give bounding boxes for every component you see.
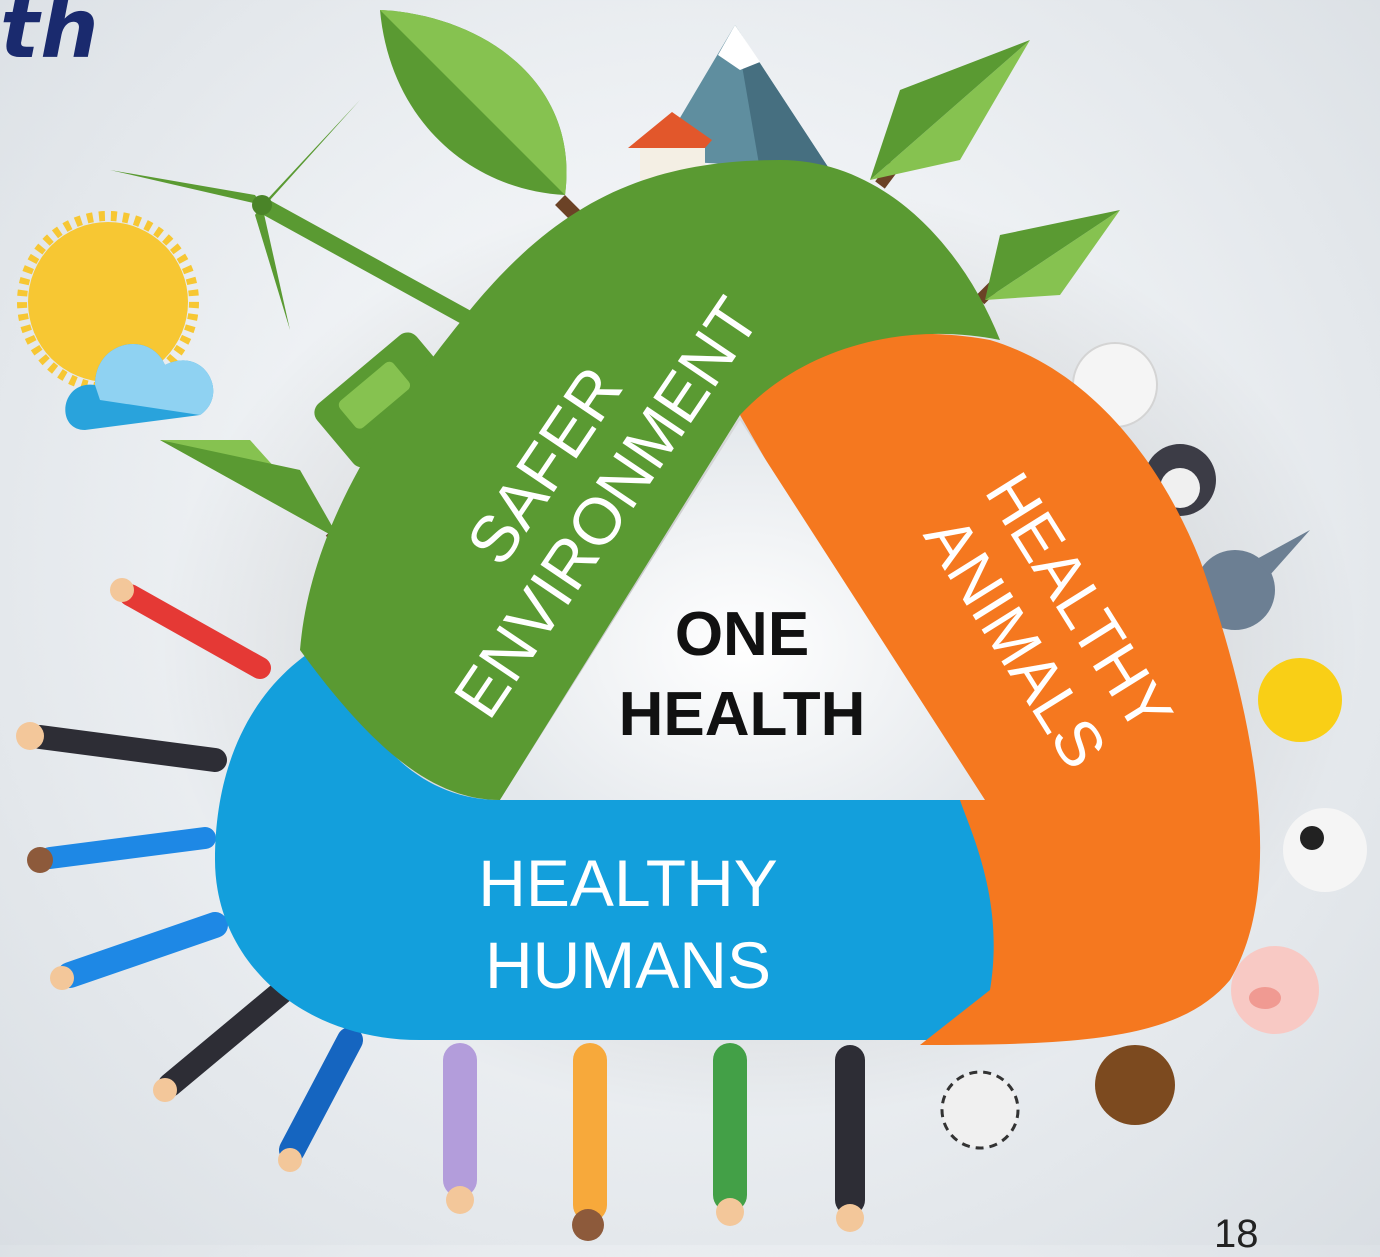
leaf-tree-icon — [380, 10, 585, 225]
person-icon — [50, 912, 228, 990]
healthy-animals-band — [740, 333, 1261, 1045]
humans-label-line1: HEALTHY — [478, 846, 778, 920]
cow-icon — [1283, 808, 1367, 892]
person-icon — [27, 827, 216, 873]
center-triangle — [500, 420, 985, 800]
person-icon — [153, 973, 302, 1102]
person-icon — [713, 1043, 747, 1226]
zebra-icon — [940, 1070, 1020, 1150]
healthy-humans-band — [215, 640, 1000, 1040]
dog-icon — [1095, 1045, 1175, 1125]
person-icon — [16, 722, 227, 772]
safer-environment-band — [300, 160, 1000, 800]
page-number: 18 — [1214, 1212, 1259, 1256]
pine-tree-icon — [975, 210, 1120, 305]
humans-label-line2: HUMANS — [485, 928, 771, 1002]
chick-icon — [1258, 658, 1342, 742]
pig-icon — [1231, 946, 1319, 1034]
pine-tree-icon — [870, 40, 1030, 189]
center-label-one: ONE — [675, 600, 809, 669]
sun-cloud-icon — [17, 211, 214, 430]
person-icon — [572, 1043, 607, 1241]
person-icon — [110, 578, 271, 679]
slide-title-fragment: th — [0, 0, 100, 77]
person-icon — [278, 1027, 363, 1172]
car-icon — [314, 332, 456, 468]
wind-turbine-icon — [110, 100, 488, 333]
person-icon — [443, 1043, 477, 1214]
person-icon — [835, 1045, 865, 1232]
center-label-health: HEALTH — [619, 680, 866, 749]
